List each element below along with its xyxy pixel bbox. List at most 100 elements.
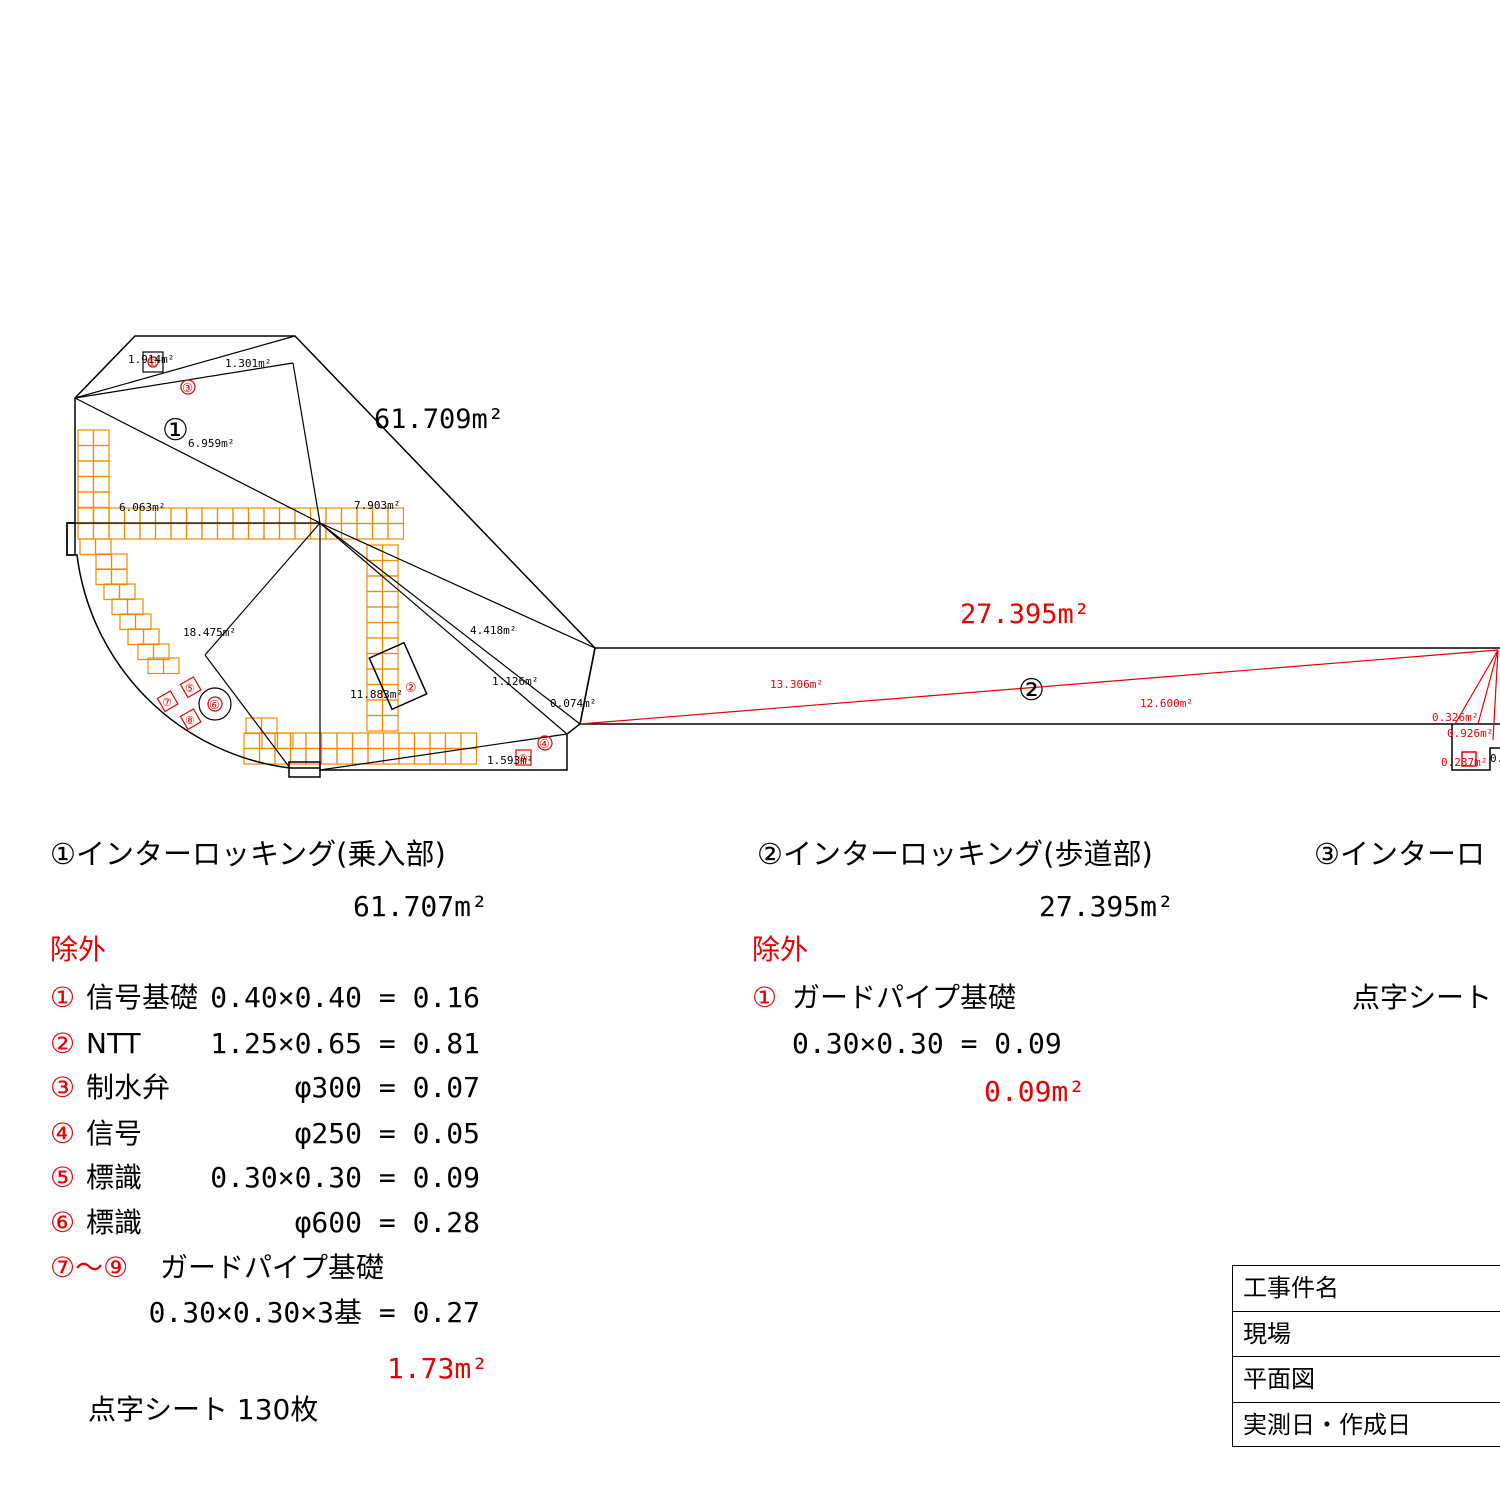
exclusion-item-no: ② <box>50 1027 76 1060</box>
tactile-tile <box>243 732 261 750</box>
tactile-tile <box>366 606 384 624</box>
area3-part-1: 0.326m² <box>1432 711 1478 724</box>
exclusion-item-name: 標識 <box>86 1161 143 1194</box>
area1-triangulation <box>67 335 596 771</box>
tactile-tile <box>263 522 281 540</box>
tactile-tile <box>92 491 110 509</box>
area2-part-2: 12.600m² <box>1140 697 1193 710</box>
area3-part-2: 0.926m² <box>1447 727 1493 740</box>
tactile-tile <box>216 522 234 540</box>
exclusion-markers <box>142 351 553 766</box>
tactile-tile <box>108 522 126 540</box>
tactile-tile <box>77 444 95 462</box>
tactile-tile <box>126 598 144 616</box>
tactile-tile <box>371 522 389 540</box>
section3-heading: ③インターロ <box>1314 837 1485 871</box>
tactile-tile <box>77 429 95 447</box>
tactile-tile <box>123 522 141 540</box>
area3-outline <box>1451 724 1500 771</box>
exclusion-item-no: ④ <box>50 1117 76 1150</box>
tactile-tile <box>381 652 399 670</box>
tactile-tile <box>92 507 110 525</box>
tactile-tile <box>429 732 447 750</box>
tactile-tile <box>77 460 95 478</box>
area1-part-4: 6.063m² <box>119 501 165 514</box>
tactile-tile <box>247 522 265 540</box>
section2-item-no: ① <box>752 981 778 1014</box>
exclusion-item-name: 標識 <box>86 1206 143 1239</box>
section1-exclude-label: 除外 <box>50 933 107 966</box>
section2-item-expr: 0.30×0.30 = 0.09 <box>792 1027 1062 1060</box>
tactile-tile <box>381 668 399 686</box>
tactile-tile <box>77 522 95 540</box>
guard-pipe-no: ⑦～⑨ <box>50 1251 129 1284</box>
section1-tactile-sheet: 点字シート 130枚 <box>88 1393 319 1426</box>
tactile-tile <box>92 522 110 540</box>
tactile-tile <box>366 699 384 717</box>
exclusion-item-expr: 0.30×0.30 = 0.09 <box>210 1161 480 1194</box>
area1-part-6: 18.475m² <box>183 626 236 639</box>
exclusion-item-expr: φ600 = 0.28 <box>294 1206 480 1239</box>
tactile-tile <box>336 747 354 765</box>
title-block-project-name: 工事件名 <box>1233 1266 1500 1312</box>
tactile-tile <box>276 732 294 750</box>
section2-area: 27.395m² <box>1039 890 1174 923</box>
area3-clipped-label: 0. <box>1490 752 1500 765</box>
section1-heading: ①インターロッキング(乗入部) <box>50 837 446 871</box>
tactile-tile <box>366 590 384 608</box>
tactile-tile <box>134 613 152 631</box>
tactile-tile <box>382 732 400 750</box>
tactile-tile <box>201 522 219 540</box>
tactile-tile <box>429 747 447 765</box>
area2-total-label: 27.395m² <box>960 599 1090 630</box>
tactile-tile <box>460 747 478 765</box>
area1-part-1: 1.914m² <box>128 353 174 366</box>
tactile-tile <box>366 714 384 732</box>
tactile-tile <box>216 507 234 525</box>
tactile-tile <box>387 522 405 540</box>
tactile-tile <box>444 732 462 750</box>
exclusion-item-name: NTT <box>86 1027 141 1060</box>
tactile-tile <box>381 590 399 608</box>
tactile-tile <box>381 606 399 624</box>
tactile-tile <box>152 643 170 661</box>
tactile-tile <box>154 522 172 540</box>
area1-total-label: 61.709m² <box>374 404 504 435</box>
tactile-tile <box>460 732 478 750</box>
marker-8: ⑧ <box>185 714 195 727</box>
area1-circle-label: ① <box>162 413 189 448</box>
area1-part-11: 1.593m² <box>487 754 533 767</box>
tactile-tile <box>232 507 250 525</box>
exclusion-item-expr: φ300 = 0.07 <box>294 1071 480 1104</box>
tactile-tile <box>294 507 312 525</box>
tactile-tile <box>77 475 95 493</box>
exclusion-item-name: 制水弁 <box>86 1071 171 1104</box>
tactile-tile <box>162 657 180 675</box>
tactile-tile <box>232 522 250 540</box>
tactile-tile <box>137 643 155 661</box>
tactile-tile <box>325 507 343 525</box>
tactile-tile <box>185 507 203 525</box>
tactile-tile <box>77 491 95 509</box>
tactile-tile <box>118 583 136 601</box>
area1-part-9: 1.126m² <box>492 675 538 688</box>
marker-2: ② <box>405 681 417 696</box>
tactile-tile <box>77 507 95 525</box>
marker-3: ③ <box>182 381 193 395</box>
section2-heading: ②インターロッキング(歩道部) <box>757 837 1153 871</box>
tactile-tile <box>110 553 128 571</box>
marker-7: ⑦ <box>162 696 172 709</box>
tactile-tile <box>351 747 369 765</box>
tactile-tile <box>110 568 128 586</box>
title-block-plan-view: 平面図 <box>1233 1357 1500 1403</box>
marker-1: ① <box>147 357 157 370</box>
tactile-tile <box>351 732 369 750</box>
tactile-tile <box>92 444 110 462</box>
exclusion-item-no: ⑤ <box>50 1161 76 1194</box>
ntt-box <box>368 641 428 711</box>
title-block-site: 現場 <box>1233 1312 1500 1357</box>
tactile-tile <box>382 747 400 765</box>
area1-outline <box>66 335 596 778</box>
title-block-survey-date: 実測日・作成日 <box>1243 1410 1411 1439</box>
